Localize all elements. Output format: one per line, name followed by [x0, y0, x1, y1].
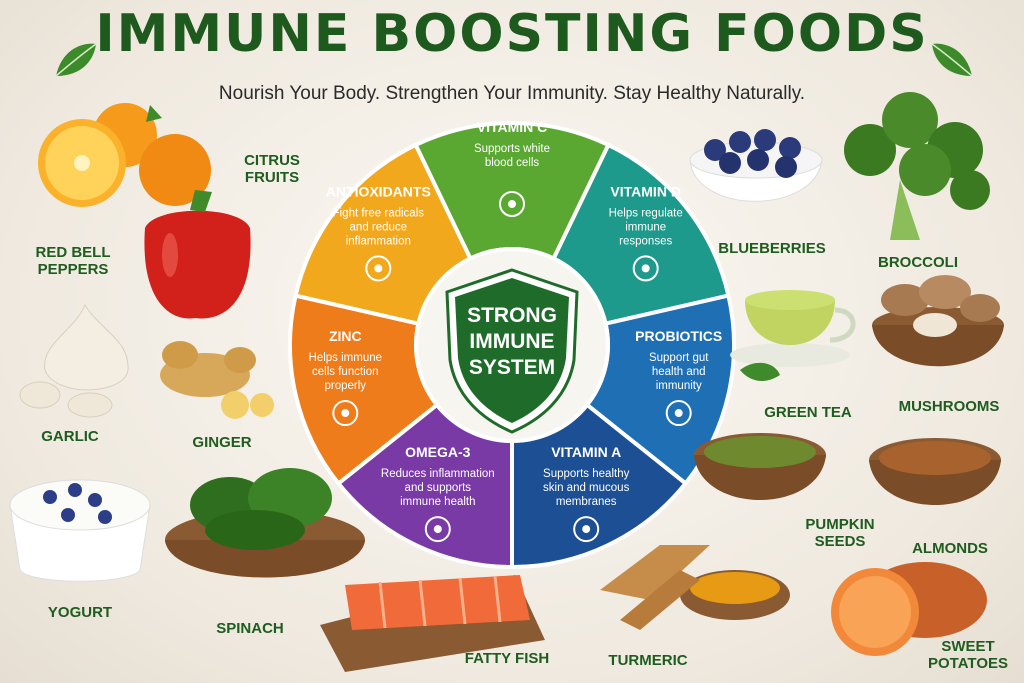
segment-desc-vitamin-d: immune [625, 221, 666, 233]
page-subtitle: Nourish Your Body. Strengthen Your Immun… [218, 83, 806, 104]
segment-title-probiotics: PROBIOTICS [635, 328, 722, 344]
label-garlic: GARLIC [41, 428, 99, 445]
segment-desc-antioxidants: Fight free radicals [333, 207, 425, 219]
segment-desc-vitamin-a: skin and mucous [543, 482, 630, 494]
segment-title-vitamin-d: VITAMIN D [610, 183, 681, 199]
label-ginger: GINGER [192, 434, 252, 451]
label-green-tea: GREEN TEA [764, 404, 852, 421]
center-line-3: SYSTEM [469, 356, 555, 379]
segment-desc-probiotics: immunity [656, 380, 702, 392]
segment-desc-antioxidants: and reduce [350, 221, 408, 233]
label-mushrooms: MUSHROOMS [898, 398, 1000, 415]
label-peppers: RED BELL PEPPERS [35, 244, 111, 278]
citrus-icon [499, 191, 525, 217]
label-spinach: SPINACH [216, 620, 284, 637]
gut-icon [665, 400, 692, 427]
label-yogurt: YOGURT [47, 604, 113, 621]
label-citrus: CITRUS FRUITS [244, 152, 300, 186]
shield-icon [455, 278, 569, 423]
label-broccoli: BROCCOLI [878, 254, 958, 271]
label-almonds: ALMONDS [912, 540, 988, 557]
center-line-1: STRONG [467, 304, 557, 327]
center-line-2: IMMUNE [469, 330, 554, 353]
sun-icon [632, 255, 659, 282]
label-sweet-potatoes: SWEET POTATOES [927, 638, 1008, 672]
label-fatty-fish: FATTY FISH [464, 650, 550, 667]
segment-desc-vitamin-d: Helps regulate [609, 207, 683, 219]
segment-title-zinc: ZINC [329, 328, 362, 344]
segment-title-vitamin-c: VITAMIN C [477, 119, 548, 135]
segment-desc-probiotics: health and [652, 366, 706, 378]
segment-desc-vitamin-a: Supports healthy [543, 468, 630, 480]
segment-desc-omega-3: immune health [400, 496, 475, 508]
page-title: IMMUNE BOOSTING FOODS [95, 4, 929, 64]
segment-desc-vitamin-d: responses [619, 235, 672, 247]
shield-plus-icon [332, 400, 359, 427]
label-blueberries: BLUEBERRIES [718, 240, 826, 257]
segment-desc-probiotics: Support gut [649, 352, 709, 364]
label-pumpkin-seeds: PUMPKIN SEEDS [805, 516, 875, 550]
segment-desc-vitamin-a: membranes [556, 496, 617, 508]
segment-desc-vitamin-c: Supports white [474, 143, 550, 155]
segment-title-antioxidants: ANTIOXIDANTS [326, 183, 431, 199]
segment-desc-omega-3: Reduces inflammation [381, 468, 495, 480]
label-turmeric: TURMERIC [608, 652, 688, 669]
leaf-icon-right [931, 43, 973, 77]
segment-title-omega-3: OMEGA-3 [405, 444, 471, 460]
fish-icon [424, 516, 451, 543]
segment-desc-omega-3: and supports [405, 482, 472, 494]
segment-desc-zinc: Helps immune [309, 352, 383, 364]
segment-desc-zinc: properly [325, 380, 367, 392]
segment-desc-antioxidants: inflammation [346, 235, 411, 247]
eye-icon [573, 516, 600, 543]
atom-icon [365, 255, 392, 282]
segment-desc-vitamin-c: blood cells [485, 157, 540, 169]
segment-desc-zinc: cells function [312, 366, 378, 378]
leaf-icon-left [55, 43, 97, 77]
segment-title-vitamin-a: VITAMIN A [551, 444, 621, 460]
